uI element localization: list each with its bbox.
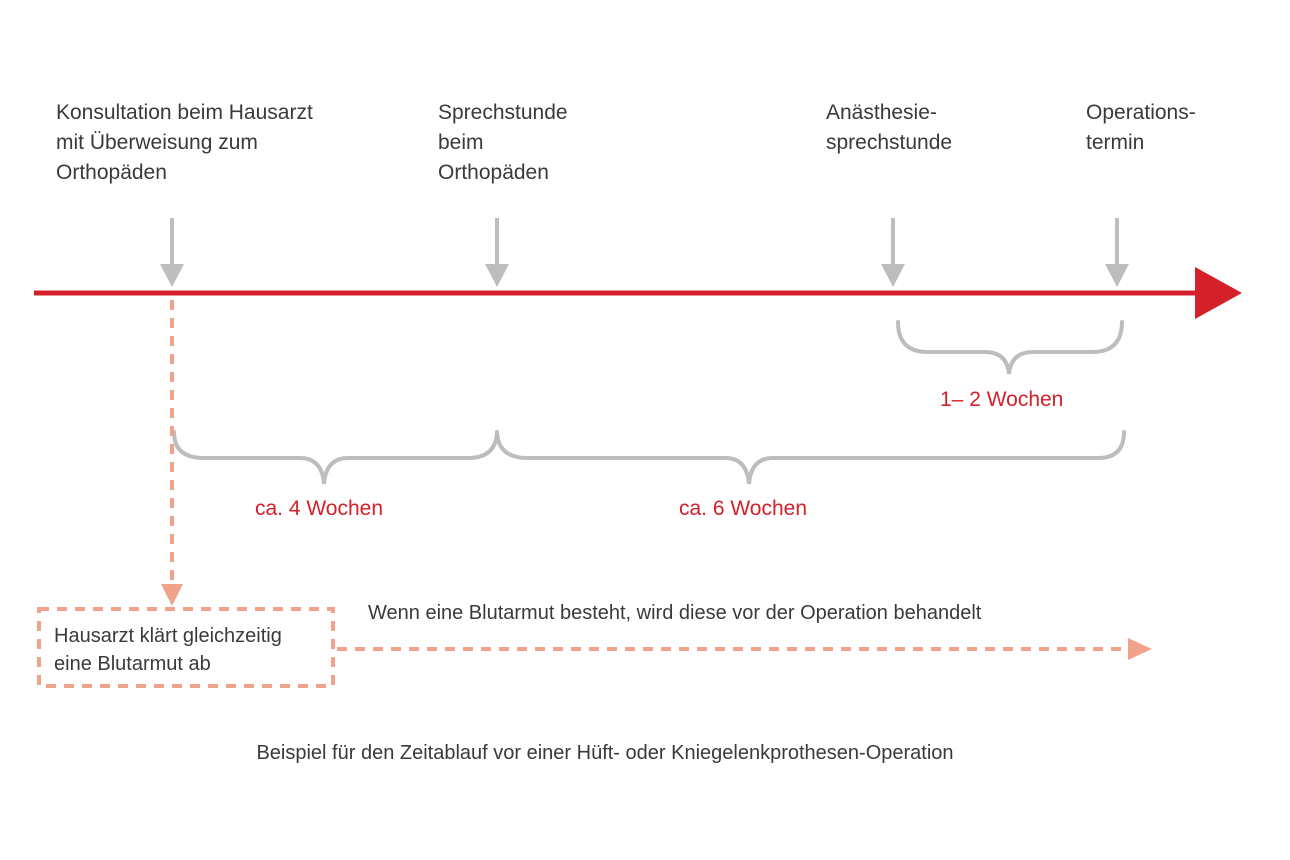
timeline-arrowhead [1195, 267, 1242, 319]
dashed-connector-arrowhead-down [161, 584, 183, 606]
brace-1-2-weeks [896, 320, 1124, 375]
milestone-label-gp-consultation: Konsultation beim Hausarzt mit Überweisu… [56, 101, 313, 184]
milestone-label-anesthesia: Anästhesie- sprechstunde [826, 101, 953, 154]
milestone-label-orthopedist: Sprechstunde beim Orthopäden [438, 101, 568, 184]
brace-4-weeks [172, 430, 499, 485]
milestone-label-surgery: Operations- termin [1086, 101, 1196, 154]
gp-anemia-box-text: Hausarzt klärt gleichzeitig eine Blutarm… [54, 625, 282, 675]
duration-label-6-weeks: ca. 6 Wochen [679, 497, 808, 520]
marker-arrow-anesthesia [881, 218, 905, 287]
gp-anemia-box-border [37, 607, 335, 688]
marker-arrow-orthopedist [485, 218, 509, 287]
duration-label-1-2-weeks: 1– 2 Wochen [940, 388, 1064, 411]
dashed-connector-arrowhead-right [1128, 638, 1152, 660]
marker-arrow-gp [160, 218, 184, 287]
diagram-caption: Beispiel für den Zeitablauf vor einer Hü… [256, 742, 954, 764]
marker-arrow-surgery [1105, 218, 1129, 287]
anemia-treatment-note: Wenn eine Blutarmut besteht, wird diese … [368, 602, 982, 624]
duration-label-4-weeks: ca. 4 Wochen [255, 497, 384, 520]
brace-6-weeks [495, 430, 1126, 485]
